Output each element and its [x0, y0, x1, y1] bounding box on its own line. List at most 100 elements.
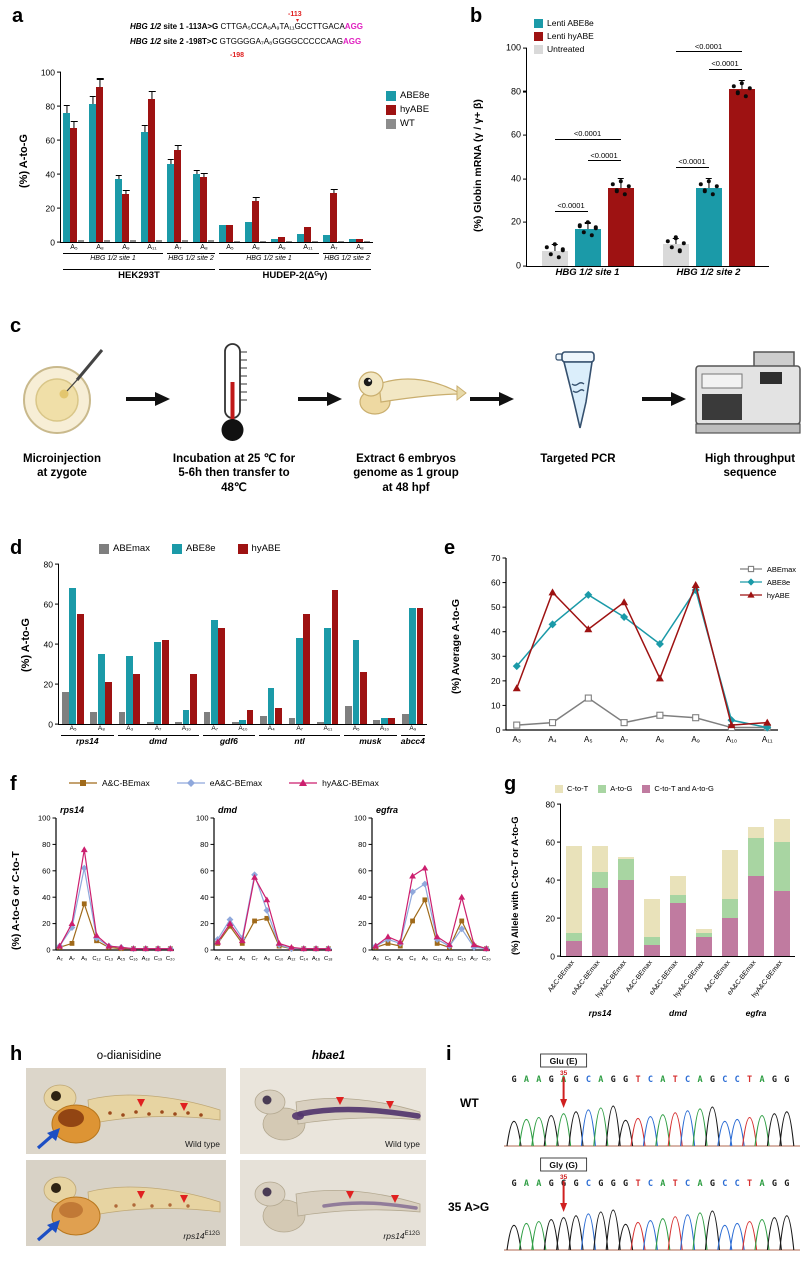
legend-swatch: [171, 543, 182, 554]
marker-hyA&C-BEmax: [263, 896, 271, 903]
stack-segment-both: [696, 937, 712, 956]
pam-sequence: AGG: [343, 37, 362, 46]
legend-item: ABE8e: [386, 90, 430, 101]
y-tick-label: 100: [38, 814, 51, 823]
sequence-base-T: T: [673, 1179, 678, 1189]
error-bar-cap: [738, 79, 745, 81]
flow-arrow-icon: [126, 390, 170, 413]
marker-hyABE: [691, 581, 700, 589]
data-point-dot: [743, 93, 748, 99]
x-tick-label: A₃: [512, 735, 521, 744]
trace-peak-G: [506, 1121, 522, 1147]
sequence-base-C: C: [722, 1075, 727, 1085]
marker-hyA&C-BEmax: [214, 938, 222, 945]
y-tick-mark: [56, 139, 61, 141]
bar-WT: [129, 240, 137, 242]
bar-hyABE: [278, 236, 285, 242]
x-tick-label: A₅: [584, 735, 593, 744]
bar-ABE8e: [69, 588, 77, 724]
zygote-microinjection-icon: [17, 338, 107, 446]
marker-hyABE: [584, 625, 593, 633]
subplot-title: dmd: [218, 805, 238, 815]
bar-ABE8e: [154, 642, 162, 724]
bar-hyABE: [190, 674, 197, 724]
legend-label: hyA&C-BEmax: [322, 778, 379, 788]
y-tick-label: 40: [510, 173, 521, 184]
marker-ABEmax: [747, 565, 754, 573]
sequence-base-A: A: [536, 1179, 541, 1189]
panel-i-label: i: [446, 1043, 452, 1065]
stack-segment-c_to_t: [748, 826, 764, 839]
legend-item: hyABE: [237, 543, 281, 554]
legend-swatch: [555, 784, 563, 793]
data-point-dot: [731, 83, 736, 89]
x-tick-label: C₁₃: [105, 956, 114, 962]
sequence-base-C: C: [735, 1179, 740, 1189]
bar-hyABE: [416, 608, 424, 724]
x-tick-label: C₁₁: [433, 956, 441, 962]
marker-eA&C-BEmax: [226, 916, 234, 924]
bar-hyABE: [148, 99, 155, 242]
marker-hyABE: [763, 718, 772, 726]
subplot-title: egfra: [376, 805, 398, 815]
marker-A&C-BEmax: [264, 915, 270, 921]
trace-peak-G: [618, 1120, 634, 1147]
data-point-dot: [698, 182, 703, 187]
legend-item: ABEmax: [99, 543, 150, 554]
bar-ABE8e: [63, 112, 70, 242]
significance-bracket: <0.0001: [708, 60, 742, 70]
legend-label: eA&C-BEmax: [209, 778, 263, 788]
x-tick-label: A₁₁: [323, 725, 333, 732]
x-tick-label: A₈: [264, 956, 271, 962]
x-tick-label: A₈: [97, 725, 105, 732]
marker-hyA&C-BEmax: [166, 945, 174, 952]
marker-hyA&C-BEmax: [446, 941, 453, 948]
stack-segment-both: [644, 944, 660, 956]
sequence-base-C: C: [735, 1075, 740, 1085]
x-tick-label: A₄: [548, 735, 557, 744]
significance-label: <0.0001: [590, 150, 618, 160]
protospacer-sequence: CTTGA₅CCA₈A₉TA₁₁GCCTTGACA: [220, 22, 345, 31]
legend-swatch: [534, 31, 543, 41]
x-tick-label: A₅: [226, 244, 234, 251]
significance-label: <0.0001: [678, 157, 706, 167]
y-tick-label: 80: [358, 840, 366, 849]
pam-sequence: AGG: [344, 22, 364, 31]
y-tick-mark: [522, 91, 527, 93]
error-bar: [99, 79, 101, 88]
bar-WT: [337, 241, 345, 242]
thermometer-icon: [208, 338, 260, 446]
line-series-A&C-BEmax: [375, 898, 487, 950]
error-bar-cap: [330, 188, 338, 190]
error-bar-cap: [141, 124, 149, 126]
legend-swatch: [598, 784, 607, 793]
y-axis-label: (%) Allele with C-to-T or A-to-G: [510, 816, 521, 955]
error-bar-cap: [115, 174, 123, 176]
data-point-dot: [669, 245, 674, 250]
gene-bracket: ntl: [259, 735, 341, 747]
error-bar: [177, 145, 179, 151]
sequence-base-C: C: [586, 1075, 591, 1085]
legend-label: A-to-G: [610, 784, 633, 793]
line-series-A&C-BEmax: [59, 901, 171, 950]
y-tick-label: 80: [200, 840, 208, 849]
legend-label: C-to-T: [567, 784, 589, 793]
bar-hyABE: [252, 201, 259, 242]
y-tick-label: 30: [491, 651, 501, 661]
data-point-dot: [735, 90, 740, 95]
sequence-base-G: G: [784, 1075, 789, 1085]
x-tick-label: A₉: [409, 725, 417, 732]
sequence-base-T: T: [673, 1075, 678, 1085]
bar-ABEmax: [288, 718, 296, 724]
bar-Lenti hyABE: [607, 187, 634, 266]
bar-hyABE: [161, 640, 169, 724]
legend-item: ABEmax: [739, 564, 796, 574]
bar-ABE8e: [115, 179, 122, 242]
bar-hyABE: [76, 614, 84, 724]
sequence-base-T: T: [747, 1179, 752, 1189]
bar-hyABE: [359, 672, 367, 724]
x-tick-label: A₉: [691, 735, 700, 744]
bar-WT: [259, 241, 267, 242]
